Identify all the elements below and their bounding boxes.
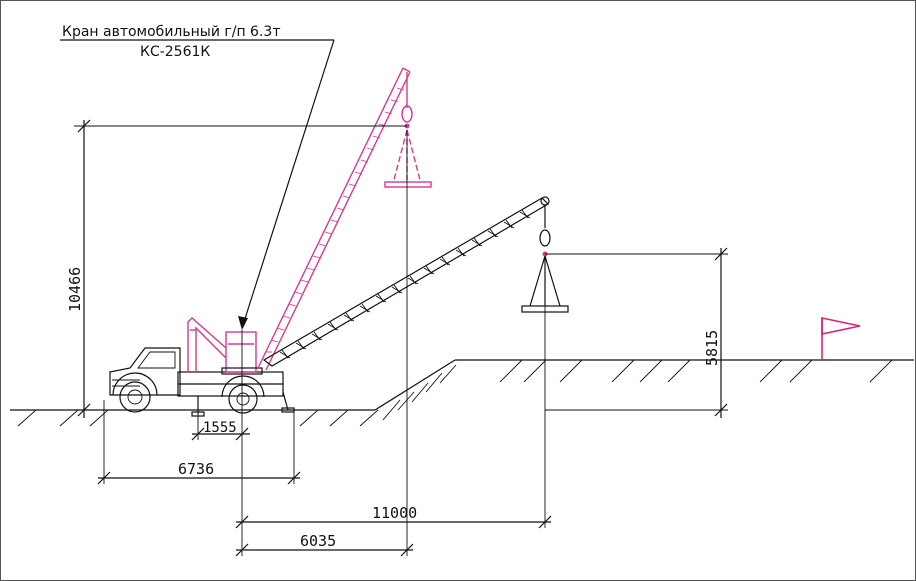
dimension-5815 <box>545 247 728 418</box>
dimension-6035 <box>235 543 414 557</box>
label-1555: 1555 <box>203 420 237 436</box>
callout-title: Кран автомобильный г/п 6.3т <box>62 24 280 40</box>
dimension-6736 <box>97 400 301 485</box>
truck-crane-icon <box>109 317 295 417</box>
label-5815: 5815 <box>703 330 721 366</box>
label-11000: 11000 <box>372 504 417 522</box>
dimension-11000 <box>235 515 552 529</box>
flag-icon <box>821 317 861 360</box>
ground <box>10 359 914 427</box>
raised-boom <box>257 67 432 371</box>
lowered-boom <box>262 196 569 367</box>
callout-model: КС-2561К <box>140 44 210 60</box>
label-10466: 10466 <box>66 267 84 312</box>
dimension-1555 <box>191 414 250 441</box>
label-6035: 6035 <box>300 532 336 550</box>
callout-leader <box>60 39 335 330</box>
hook-icon <box>539 229 551 247</box>
label-6736: 6736 <box>178 460 214 478</box>
dimension-10466 <box>74 119 407 418</box>
